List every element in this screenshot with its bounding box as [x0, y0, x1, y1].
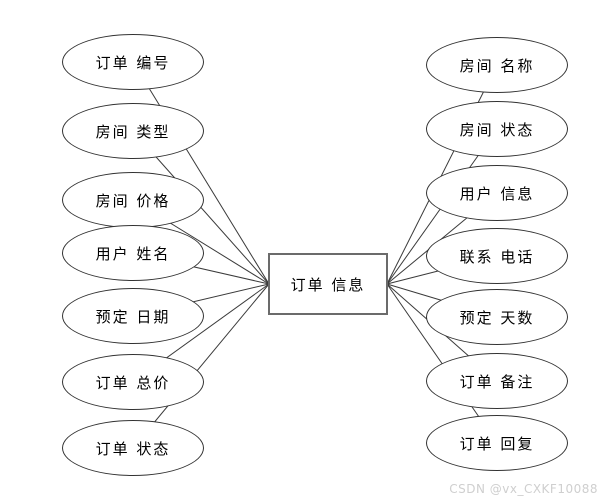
attribute-booking-days: 预定 天数 — [426, 289, 568, 345]
connector-line — [132, 61, 270, 285]
attribute-order-number: 订单 编号 — [62, 34, 204, 90]
attribute-user-info: 用户 信息 — [426, 165, 568, 221]
attribute-label: 联系 电话 — [459, 247, 535, 266]
attribute-label: 房间 名称 — [459, 56, 535, 75]
attribute-room-price: 房间 价格 — [62, 172, 204, 228]
attribute-label: 订单 备注 — [459, 372, 535, 391]
attribute-label: 预定 天数 — [459, 308, 535, 327]
entity-order-info: 订单 信息 — [268, 253, 388, 315]
attribute-label: 用户 姓名 — [95, 244, 171, 263]
attribute-label: 房间 状态 — [459, 120, 535, 139]
csdn-watermark: CSDN @vx_CXKF10088 — [449, 482, 598, 496]
attribute-contact-phone: 联系 电话 — [426, 228, 568, 284]
entity-label: 订单 信息 — [290, 275, 366, 294]
attribute-order-reply: 订单 回复 — [426, 415, 568, 471]
attribute-label: 订单 回复 — [459, 434, 535, 453]
attribute-label: 用户 信息 — [459, 184, 535, 203]
attribute-label: 订单 状态 — [95, 439, 171, 458]
attribute-label: 订单 编号 — [95, 53, 171, 72]
attribute-booking-date: 预定 日期 — [62, 288, 204, 344]
attribute-room-name: 房间 名称 — [426, 37, 568, 93]
attribute-label: 房间 价格 — [95, 191, 171, 210]
attribute-order-note: 订单 备注 — [426, 353, 568, 409]
attribute-user-name: 用户 姓名 — [62, 225, 204, 281]
attribute-room-status: 房间 状态 — [426, 101, 568, 157]
attribute-label: 订单 总价 — [95, 373, 171, 392]
attribute-room-type: 房间 类型 — [62, 103, 204, 159]
attribute-order-status: 订单 状态 — [62, 420, 204, 476]
attribute-label: 预定 日期 — [95, 307, 171, 326]
attribute-label: 房间 类型 — [95, 122, 171, 141]
attribute-order-total: 订单 总价 — [62, 354, 204, 410]
